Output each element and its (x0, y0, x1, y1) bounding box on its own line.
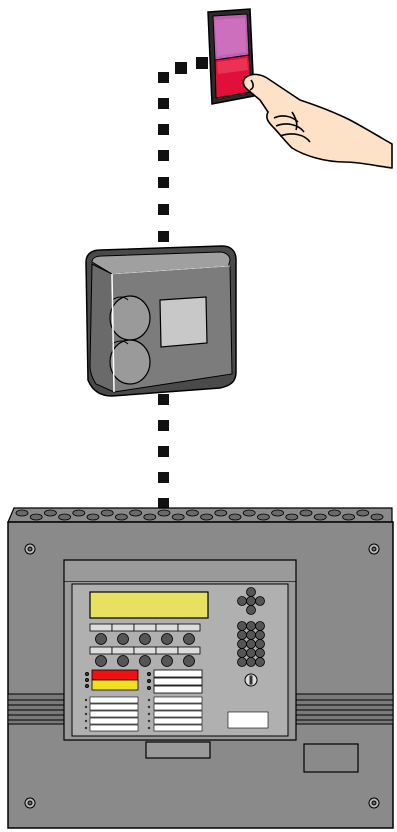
document-pocket (304, 744, 358, 772)
side-louvre-left (8, 694, 64, 724)
vent-slot (215, 510, 227, 516)
vent-slot (201, 514, 213, 520)
vent-slot (229, 514, 241, 520)
vent-slot (115, 514, 127, 520)
lcd-display (90, 592, 208, 618)
vent-slot (314, 514, 326, 520)
junction-box-window (160, 297, 207, 347)
vent-slot (44, 510, 56, 516)
vent-slot (371, 514, 383, 520)
vent-slot (243, 510, 255, 516)
cable-junctionbox-to-panel (158, 394, 169, 509)
cable-knockout (110, 296, 150, 340)
fire-alarm-control-panel (8, 508, 393, 828)
junction-box (86, 246, 236, 396)
side-louvre-right (296, 694, 393, 724)
vent-slot (30, 514, 42, 520)
vent-slot (272, 510, 284, 516)
vent-slot (357, 510, 369, 516)
hand-icon (243, 74, 392, 168)
cable-knockout (110, 340, 150, 384)
fault-indicator (92, 680, 138, 690)
vent-slot (130, 510, 142, 516)
door-handle (146, 742, 210, 758)
vent-slot (101, 510, 113, 516)
vent-slot (286, 514, 298, 520)
key-switch-icon (245, 674, 257, 686)
numeric-keypad (238, 622, 265, 667)
panel-hood (64, 560, 296, 582)
vent-slot (59, 514, 71, 520)
vent-slot (300, 510, 312, 516)
cable-callpoint-to-junctionbox (158, 57, 208, 242)
vent-slot (158, 510, 170, 516)
fire-indicator (92, 670, 138, 680)
vent-slot (186, 510, 198, 516)
vent-slot (144, 514, 156, 520)
vent-slot (87, 514, 99, 520)
vent-slot (343, 514, 355, 520)
vent-slot (172, 514, 184, 520)
vent-slot (328, 510, 340, 516)
vent-slot (257, 514, 269, 520)
vent-slot (73, 510, 85, 516)
vent-slot (16, 510, 28, 516)
